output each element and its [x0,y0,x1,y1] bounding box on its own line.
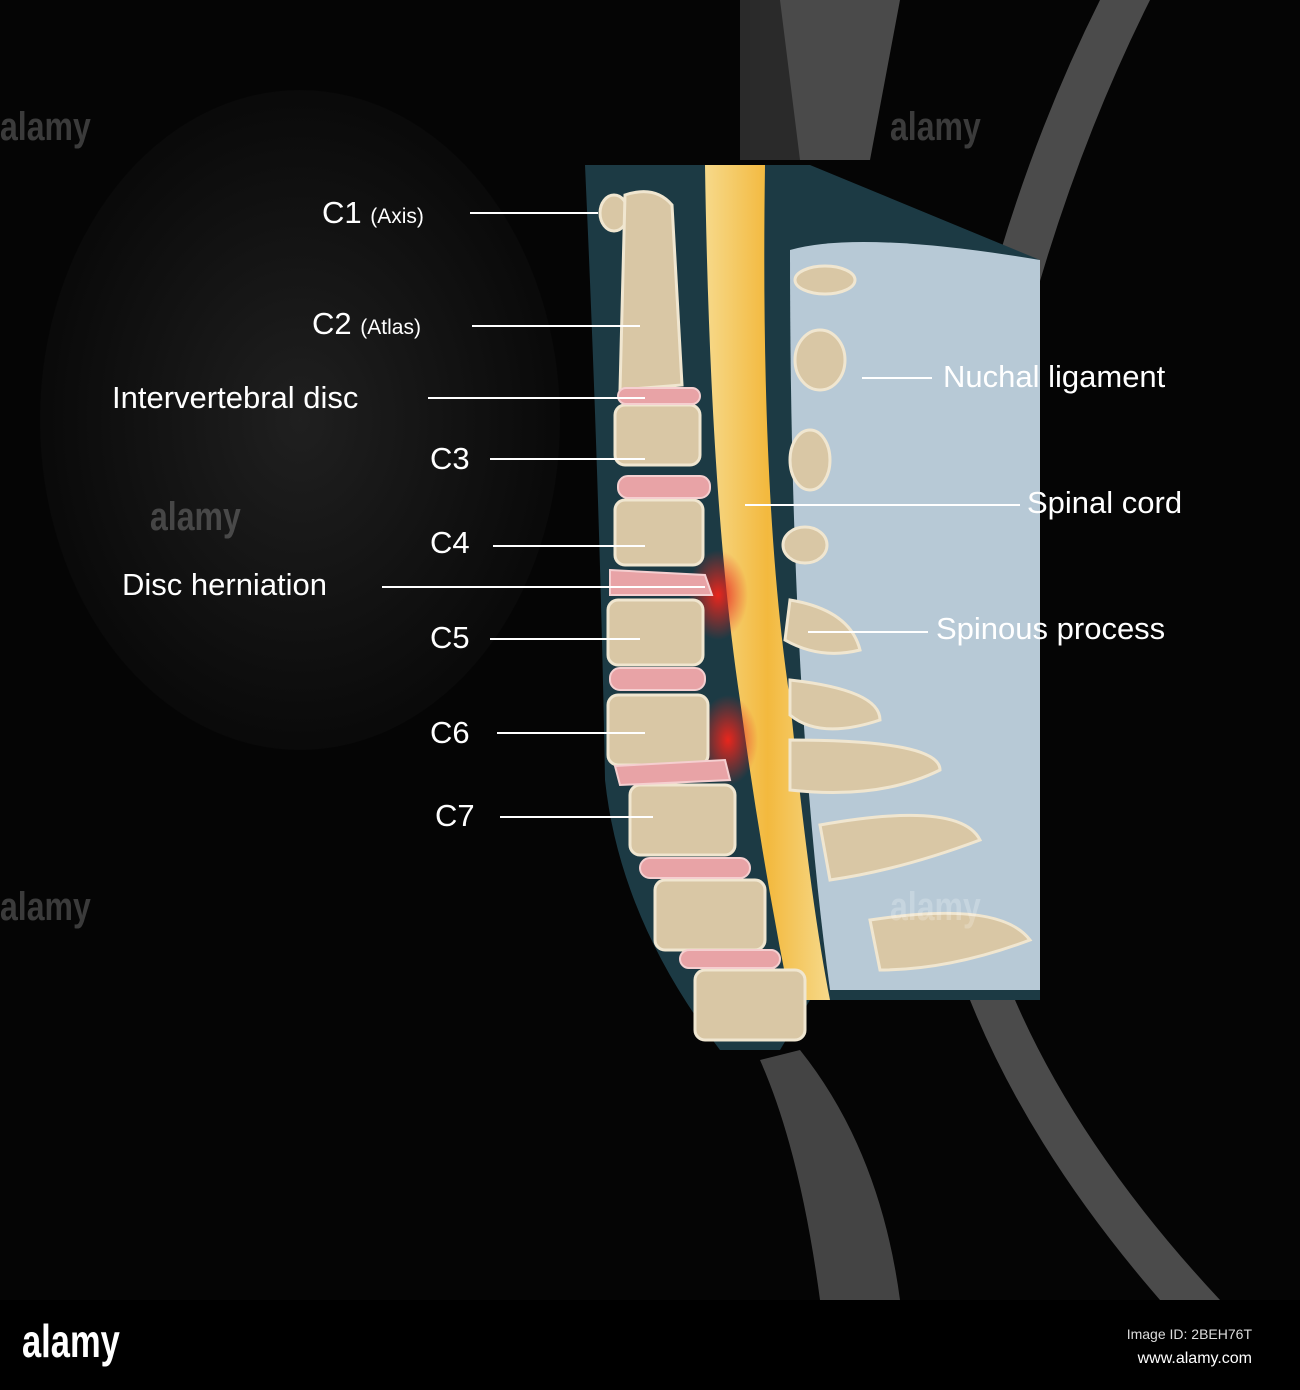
footer-bar: alamy Image ID: 2BEH76T www.alamy.com [0,1300,1300,1390]
label-c7: C7 [435,798,475,833]
label-spinal-cord: Spinal cord [1027,485,1183,520]
label-c3: C3 [430,441,470,476]
label-c5: C5 [430,620,470,655]
watermark: alamy [890,105,981,149]
label-c2: C2 (Atlas) [312,306,421,341]
label-intervertebral-disc: Intervertebral disc [112,380,359,415]
anatomy-overlay [585,165,1040,1050]
alamy-logo: alamy [22,1315,120,1367]
cervical-spine-illustration [40,0,1220,1300]
watermark: alamy [150,495,241,539]
label-c6: C6 [430,715,470,750]
image-id: Image ID: 2BEH76T [1126,1326,1252,1342]
watermark: alamy [0,885,91,929]
label-nuchal-ligament: Nuchal ligament [943,359,1166,394]
label-c4: C4 [430,525,470,560]
label-spinous-process: Spinous process [936,611,1166,646]
watermark: alamy [890,885,981,929]
watermark: alamy [0,105,91,149]
site-url: www.alamy.com [1137,1350,1252,1367]
leader-lines [382,212,1020,818]
label-disc-herniation: Disc herniation [122,567,328,602]
label-c1: C1 (Axis) [322,195,424,230]
